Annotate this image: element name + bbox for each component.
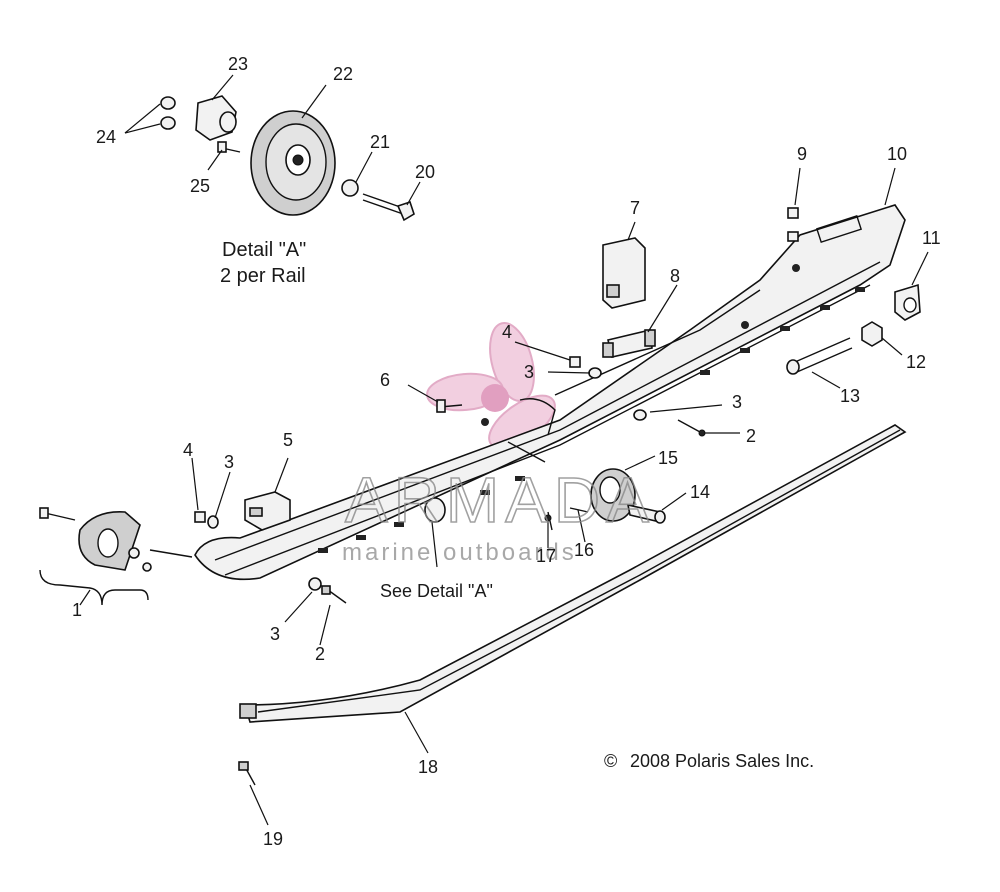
- slide-rail: [239, 424, 907, 723]
- watermark-logo: [426, 322, 556, 450]
- upper-rail: [194, 204, 906, 581]
- callout-15: 15: [658, 448, 678, 468]
- callout-1: 1: [72, 600, 82, 620]
- callout-18: 18: [418, 757, 438, 777]
- see-detail-label: See Detail "A": [380, 581, 493, 601]
- callout-25: 25: [190, 176, 210, 196]
- callout-5: 5: [283, 430, 293, 450]
- callout-13: 13: [840, 386, 860, 406]
- callout-6: 6: [380, 370, 390, 390]
- callout-11: 11: [922, 228, 941, 248]
- watermark-tagline: marine outboards: [342, 539, 577, 566]
- callout-8: 8: [670, 266, 680, 286]
- copyright-symbol: ©: [604, 751, 617, 771]
- callout-3c: 3: [732, 392, 742, 412]
- detail-caption-line1: Detail "A": [222, 239, 306, 261]
- leader-lines: [79, 74, 929, 826]
- callout-23: 23: [228, 54, 248, 74]
- callout-7: 7: [630, 198, 640, 218]
- callout-21: 21: [370, 132, 390, 152]
- callout-14: 14: [690, 482, 710, 502]
- callout-2b: 2: [315, 644, 325, 664]
- callout-20: 20: [415, 162, 435, 182]
- callout-3b: 3: [524, 362, 534, 382]
- callout-12: 12: [906, 352, 926, 372]
- callout-4a: 4: [183, 440, 193, 460]
- callout-17: 17: [536, 546, 556, 566]
- detail-caption-line2: 2 per Rail: [220, 265, 306, 287]
- callout-4b: 4: [502, 322, 512, 342]
- callout-19: 19: [263, 829, 283, 849]
- callout-3a: 3: [224, 452, 234, 472]
- part-1-front-tip: [39, 507, 193, 606]
- callout-labels: 1 2 2 3 3 3 3 4 4 5 6 7 8 9 10 11 12 13 …: [72, 54, 941, 849]
- callout-2a: 2: [746, 426, 756, 446]
- callout-22: 22: [333, 64, 353, 84]
- callout-16: 16: [574, 540, 594, 560]
- hardware-parts: [194, 207, 921, 786]
- copyright-text: 2008 Polaris Sales Inc.: [630, 751, 814, 771]
- callout-10: 10: [887, 144, 907, 164]
- callout-24: 24: [96, 127, 116, 147]
- detail-a-parts: [160, 95, 415, 222]
- watermark-name: ARMADA: [345, 464, 655, 536]
- callout-9: 9: [797, 144, 807, 164]
- callout-3d: 3: [270, 624, 280, 644]
